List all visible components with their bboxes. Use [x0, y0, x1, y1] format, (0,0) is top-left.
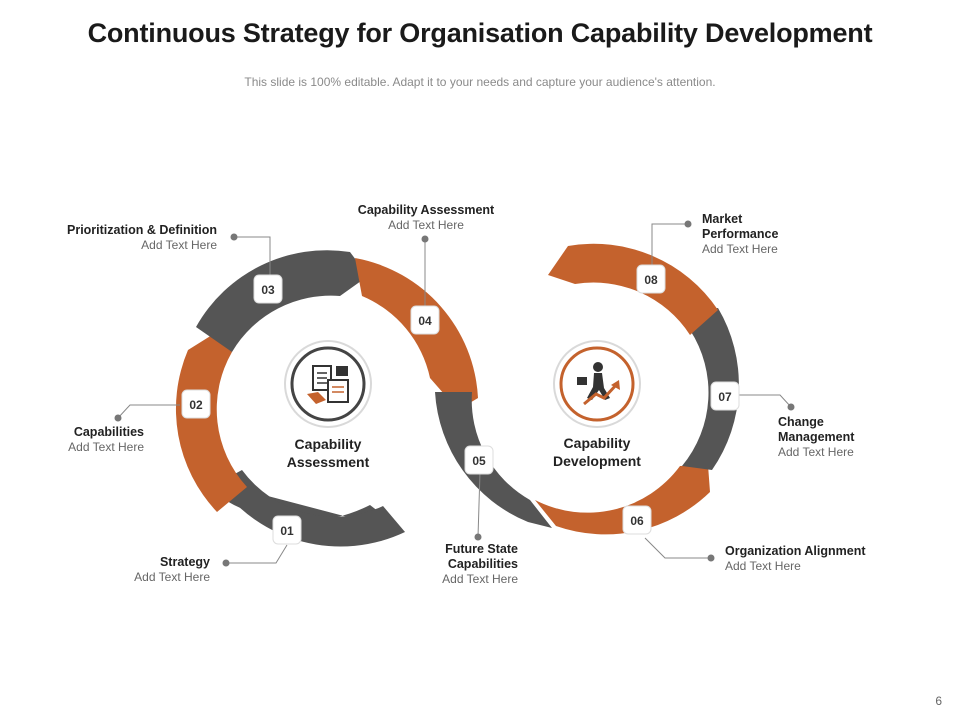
segment-03	[196, 250, 368, 352]
step-06-text: Add Text Here	[725, 559, 801, 573]
step-04-title: Capability Assessment	[357, 203, 495, 217]
badge-08: 08	[636, 264, 666, 294]
step-06-title: Organization Alignment	[725, 544, 866, 558]
documents-handshake-icon	[284, 340, 372, 428]
step-07-label: Change Management Add Text Here	[778, 415, 918, 460]
svg-text:06: 06	[630, 514, 644, 528]
step-04-text: Add Text Here	[388, 218, 464, 232]
step-01-title: Strategy	[159, 555, 210, 569]
connector-lines	[117, 223, 792, 564]
businessman-growth-arrow-icon	[553, 340, 641, 428]
badge-04: 04	[410, 305, 440, 335]
step-03-title: Prioritization & Definition	[67, 223, 217, 237]
segment-06	[535, 465, 710, 535]
step-08-title-line1: Market	[702, 212, 743, 226]
step-05-label: Future State Capabilities Add Text Here	[398, 542, 518, 587]
svg-text:04: 04	[418, 314, 432, 328]
step-02-label: Capabilities Add Text Here	[24, 425, 144, 455]
hub-right-label: Capability Development	[537, 434, 657, 470]
hub-left-label: Capability Assessment	[268, 435, 388, 471]
badge-03: 03	[253, 274, 283, 304]
step-08-label: Market Performance Add Text Here	[702, 212, 842, 257]
badge-06: 06	[622, 505, 652, 535]
step-05-title-line1: Future State	[445, 542, 518, 556]
step-07-title-line2: Management	[778, 430, 855, 444]
hub-left-line1: Capability	[294, 436, 362, 452]
step-05-text: Add Text Here	[442, 572, 518, 586]
step-08-text: Add Text Here	[702, 242, 778, 256]
badge-05: 05	[464, 445, 494, 475]
page-number: 6	[935, 694, 942, 708]
step-05-title-line2: Capabilities	[447, 557, 518, 571]
step-03-text: Add Text Here	[141, 238, 217, 252]
svg-text:05: 05	[472, 454, 486, 468]
step-07-text: Add Text Here	[778, 445, 854, 459]
step-04-label: Capability Assessment Add Text Here	[336, 203, 516, 233]
step-01-text: Add Text Here	[134, 570, 210, 584]
step-07-title-line1: Change	[778, 415, 824, 429]
hub-left-line2: Assessment	[286, 454, 370, 470]
step-08-title-line2: Performance	[702, 227, 779, 241]
step-03-label: Prioritization & Definition Add Text Her…	[27, 223, 217, 253]
svg-text:08: 08	[644, 273, 658, 287]
segment-08	[548, 243, 718, 335]
step-02-title: Capabilities	[73, 425, 144, 439]
segment-01-body	[218, 470, 405, 547]
step-01-label: Strategy Add Text Here	[90, 555, 210, 585]
segment-05	[435, 392, 552, 528]
hub-right-line1: Capability	[563, 435, 631, 451]
slide-title: Continuous Strategy for Organisation Cap…	[87, 18, 873, 48]
badge-07: 07	[710, 381, 740, 411]
step-02-text: Add Text Here	[68, 440, 144, 454]
segment-02	[175, 330, 247, 512]
slide-subtitle: This slide is 100% editable. Adapt it to…	[244, 75, 716, 89]
svg-text:07: 07	[718, 390, 732, 404]
svg-text:02: 02	[189, 398, 203, 412]
badge-02: 02	[181, 389, 211, 419]
hub-right-line2: Development	[553, 453, 641, 469]
svg-text:03: 03	[261, 283, 275, 297]
step-06-label: Organization Alignment Add Text Here	[725, 544, 925, 574]
connector-dots	[114, 220, 795, 567]
segment-07	[682, 308, 739, 470]
badge-01: 01	[272, 515, 302, 545]
svg-text:01: 01	[280, 524, 294, 538]
